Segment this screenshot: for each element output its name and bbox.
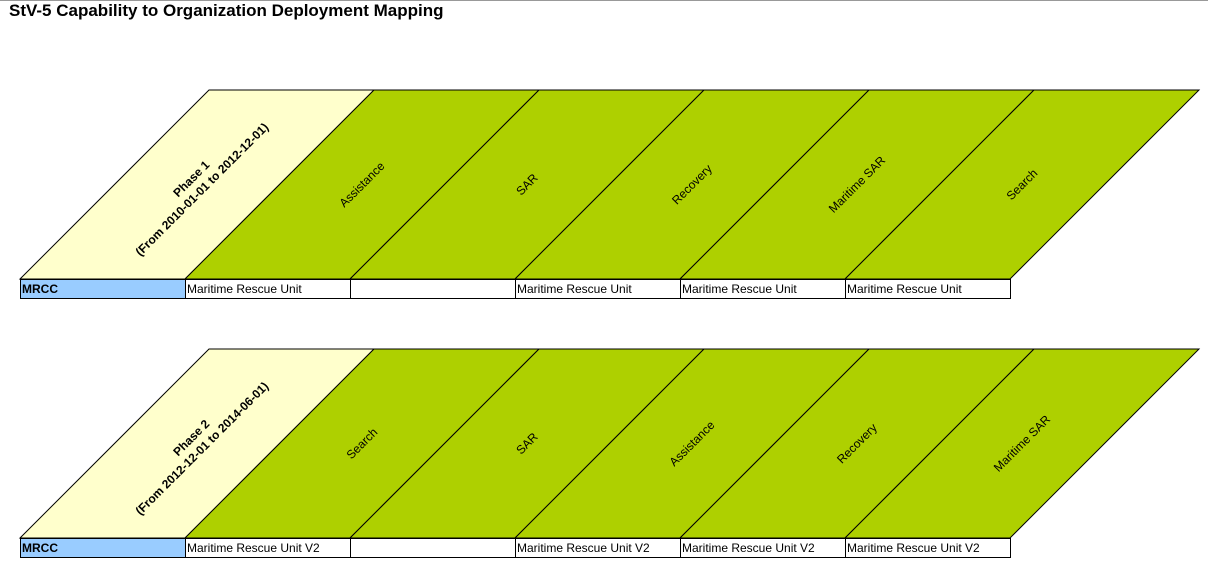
top-divider [0, 0, 1208, 1]
row-label-mrcc: MRCC [22, 541, 58, 555]
deployment-cell-text: Maritime Rescue Unit V2 [187, 541, 320, 555]
deployment-cell [845, 279, 1011, 299]
phase-2-matrix: Phase 2(From 2012-12-01 to 2014-06-01)Se… [18, 348, 1201, 558]
deployment-cell-text: Maritime Rescue Unit V2 [847, 541, 980, 555]
deployment-cell-text: Maritime Rescue Unit [517, 282, 632, 296]
deployment-cell-text: Maritime Rescue Unit V2 [682, 541, 815, 555]
row-label-mrcc: MRCC [22, 282, 58, 296]
deployment-cell [350, 538, 516, 558]
deployment-cell [350, 279, 516, 299]
phase-1-matrix: Phase 1(From 2010-01-01 to 2012-12-01)As… [18, 89, 1201, 299]
deployment-cell [845, 538, 1011, 558]
page-title: StV-5 Capability to Organization Deploym… [9, 1, 444, 20]
deployment-cell-text: Maritime Rescue Unit V2 [517, 541, 650, 555]
deployment-cell-text: Maritime Rescue Unit [847, 282, 962, 296]
deployment-cell-text: Maritime Rescue Unit [187, 282, 302, 296]
deployment-cell-text: Maritime Rescue Unit [682, 282, 797, 296]
